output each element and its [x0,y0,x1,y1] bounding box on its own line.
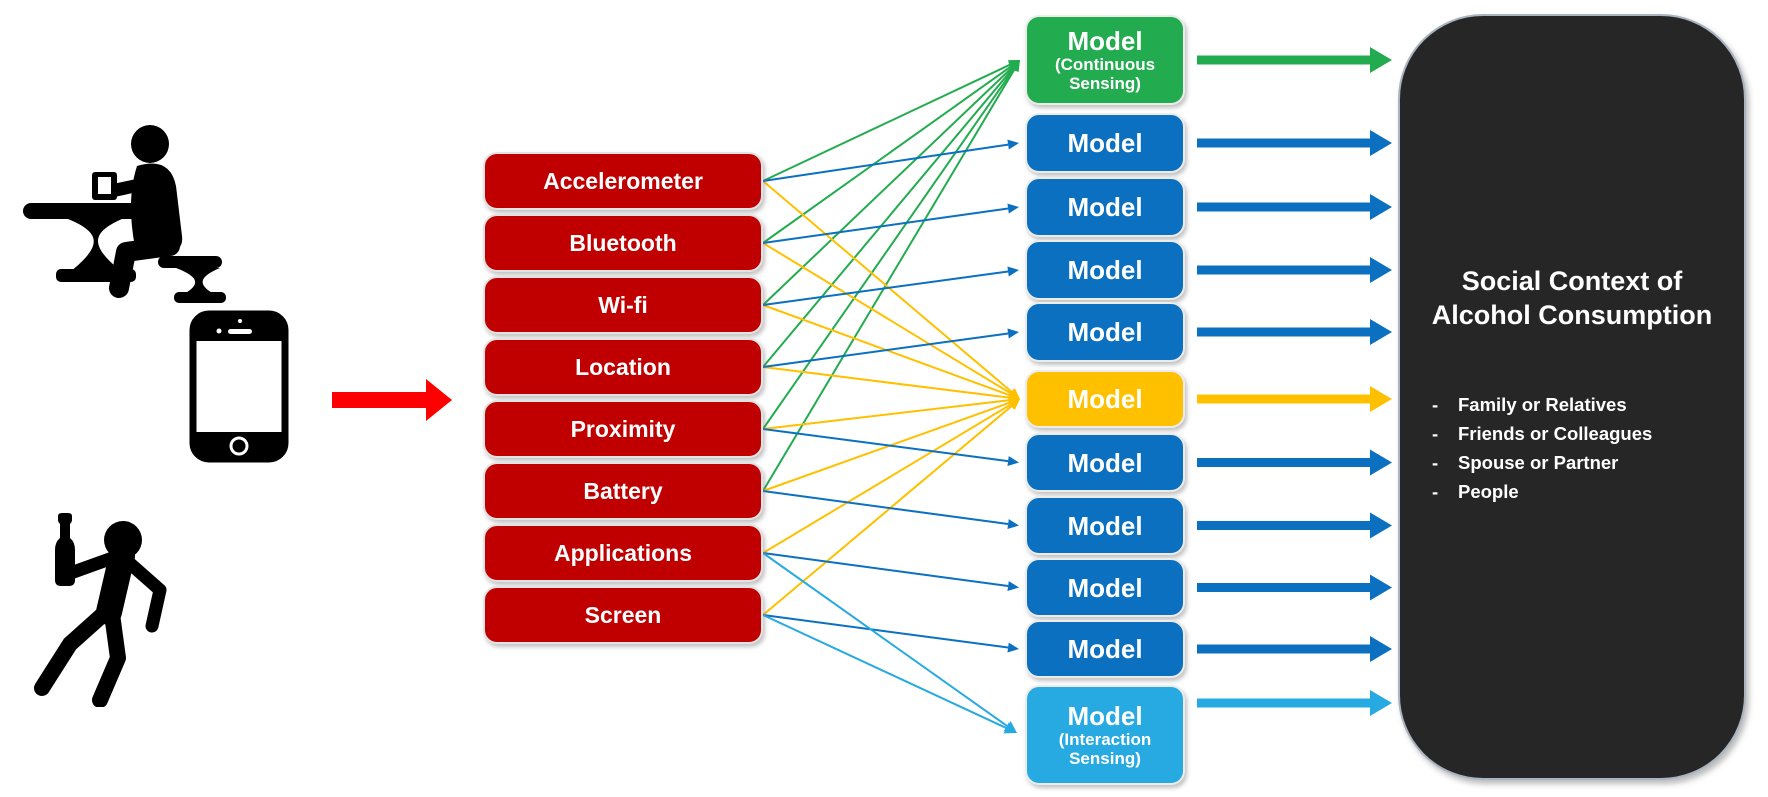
connector-yellow [762,399,1020,616]
connector-green [762,60,1020,368]
model-label: Model [1067,192,1143,222]
model-label: Model [1067,447,1143,478]
arrow-model-9 [1197,574,1392,601]
connector-yellow [762,304,1020,400]
connector-blue [762,490,1019,529]
bullet-label: Friends or Colleagues [1458,423,1653,444]
sensor-box-bluetooth: Bluetooth [483,214,763,272]
arrow-model-4 [1197,257,1392,283]
arrow-model-7 [1197,449,1392,476]
model-box-4-blue: Model [1025,240,1185,300]
connector-blue [762,428,1019,467]
arrow-model-5 [1197,319,1392,345]
connector-blue [762,203,1019,244]
bullet-label: People [1458,481,1519,502]
sensor-box-proximity: Proximity [483,400,763,458]
model-label: Model [1067,128,1143,158]
outcome-box: Social Context of Alcohol Consumption -F… [1398,14,1746,780]
bullet-dash: - [1432,481,1439,502]
model-label: Model [1067,634,1143,664]
connector-yellow [762,397,1020,492]
model-label: Model [1067,572,1143,603]
sensor-box-wifi: Wi-fi [483,276,763,334]
connector-lightblue [762,552,1017,733]
bullet-label: Spouse or Partner [1458,452,1619,473]
outcome-title-line1: Social Context of [1461,266,1683,296]
model-box-11-light_blue: Model(Interaction Sensing) [1025,685,1185,785]
connector-green [762,60,1020,182]
model-box-7-blue: Model [1025,433,1185,492]
connector-blue [762,552,1019,591]
connector-green [762,60,1020,492]
sensor-box-accelerometer: Accelerometer [483,152,763,210]
model-label: Model [1067,701,1143,731]
connector-yellow [762,366,1020,403]
sensor-box-applications: Applications [483,524,763,582]
bullet-label: Family or Relatives [1458,394,1627,415]
connector-lightblue [762,614,1017,734]
outcome-title: Social Context of Alcohol Consumption [1410,264,1734,332]
person-drinking-at-table-icon [23,125,226,303]
model-box-9-blue: Model [1025,558,1185,617]
connector-yellow [762,399,1020,554]
bullet-dash: - [1432,394,1439,415]
sensor-box-screen: Screen [483,586,763,644]
connector-yellow [762,395,1020,430]
model-box-1-green: Model(Continuous Sensing) [1025,15,1185,105]
connector-blue [762,328,1019,368]
model-box-6-yellow: Model [1025,370,1185,428]
outcome-bullet-item: -Friends or Colleagues [1432,419,1724,448]
smartphone-icon [189,310,289,463]
connector-blue [762,614,1019,653]
outcome-bullet-item: -Family or Relatives [1432,390,1724,419]
bullet-dash: - [1432,423,1439,444]
connector-green [762,60,1020,430]
connector-green [762,60,1020,306]
sensor-box-location: Location [483,338,763,396]
sensor-box-battery: Battery [483,462,763,520]
connector-yellow [762,242,1020,399]
arrow-model-10 [1197,636,1392,662]
connector-green [762,60,1020,244]
connector-yellow [762,180,1020,399]
model-sublabel: (Interaction Sensing) [1058,730,1152,768]
model-label: Model [1067,510,1143,541]
outcome-title-line2: Alcohol Consumption [1431,300,1713,330]
model-label: Model [1067,26,1143,56]
arrow-model-8 [1197,512,1392,539]
connector-blue [762,139,1019,182]
connector-blue [762,266,1019,306]
model-box-2-blue: Model [1025,113,1185,173]
model-box-3-blue: Model [1025,177,1185,237]
arrow-model-1 [1197,47,1392,73]
model-label: Model [1067,255,1143,285]
outcome-bullet-list: -Family or Relatives-Friends or Colleagu… [1432,390,1724,506]
input-arrow [332,379,452,421]
bullet-dash: - [1432,452,1439,473]
model-label: Model [1067,317,1143,347]
model-box-5-blue: Model [1025,302,1185,362]
model-box-8-blue: Model [1025,496,1185,555]
arrow-model-6 [1197,386,1392,412]
outcome-bullet-item: -Spouse or Partner [1432,448,1724,477]
outcome-bullet-item: -People [1432,477,1724,506]
model-label: Model [1067,384,1143,414]
person-dancing-with-bottle-icon [34,513,167,707]
arrow-model-3 [1197,194,1392,220]
arrow-model-2 [1197,130,1392,156]
arrow-model-11 [1197,690,1392,716]
model-sublabel: (Continuous Sensing) [1054,55,1156,93]
model-box-10-blue: Model [1025,620,1185,678]
